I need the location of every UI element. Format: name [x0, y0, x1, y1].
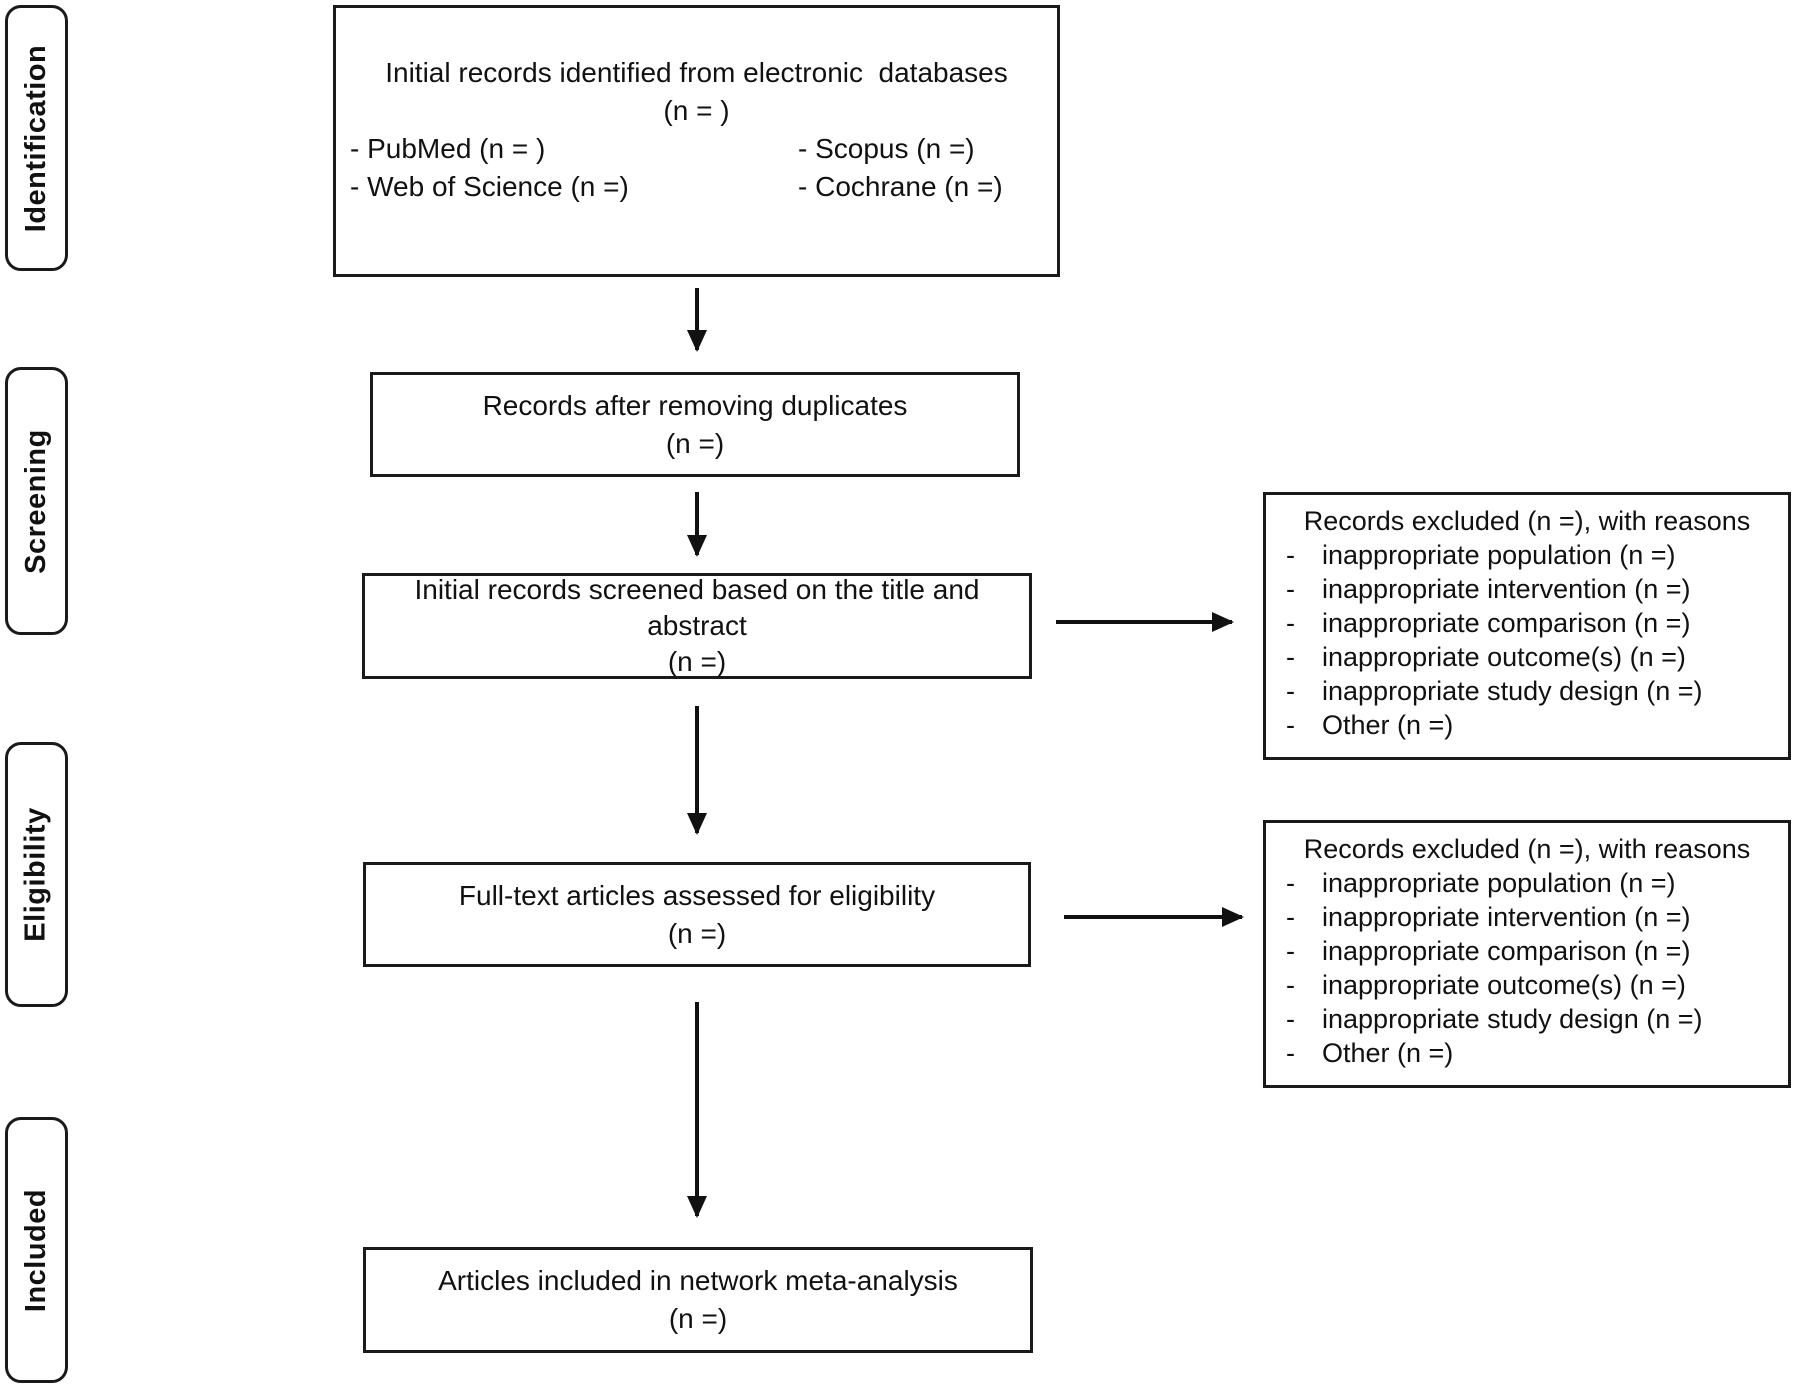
dash-bullet: -	[1286, 540, 1295, 570]
excluded-reason: - inappropriate intervention (n =)	[1266, 572, 1788, 606]
source-row: - PubMed (n = ) - Scopus (n =)	[350, 130, 1057, 168]
source-row: - Web of Science (n =) - Cochrane (n =)	[350, 168, 1057, 206]
stage-label-text: Included	[20, 1188, 53, 1312]
excluded-reason: - inappropriate population (n =)	[1266, 866, 1788, 900]
excluded-reason: - Other (n =)	[1266, 708, 1788, 742]
box-initial-records-identified: Initial records identified from electron…	[333, 5, 1060, 277]
dash-bullet: -	[1286, 1038, 1295, 1068]
box-count: (n =)	[665, 427, 725, 459]
stage-label-identification: Identification	[5, 5, 68, 271]
stage-label-included: Included	[5, 1117, 68, 1383]
box-fulltext-assessed: Full-text articles assessed for eligibil…	[363, 862, 1031, 967]
box-records-excluded-eligibility: Records excluded (n =), with reasons - i…	[1263, 820, 1791, 1088]
source-pubmed: - PubMed (n = )	[350, 133, 546, 164]
excluded-reason-text: inappropriate study design (n =)	[1322, 676, 1703, 706]
dash-bullet: -	[1286, 608, 1295, 638]
stage-label-screening: Screening	[5, 367, 68, 635]
database-source-list: - PubMed (n = ) - Scopus (n =) - Web of …	[336, 130, 1057, 206]
excluded-reason: - inappropriate outcome(s) (n =)	[1266, 640, 1788, 674]
excluded-reason-text: inappropriate population (n =)	[1322, 540, 1676, 570]
dash-bullet: -	[1286, 868, 1295, 898]
box-records-excluded-screening: Records excluded (n =), with reasons - i…	[1263, 492, 1791, 760]
box-count: (n =)	[668, 1303, 728, 1334]
excluded-reason: - inappropriate comparison (n =)	[1266, 606, 1788, 640]
excluded-reason: - inappropriate outcome(s) (n =)	[1266, 968, 1788, 1002]
box-records-screened: Initial records screened based on the ti…	[362, 573, 1032, 679]
dash-bullet: -	[1286, 710, 1295, 740]
box-count: (n =)	[667, 646, 727, 677]
excluded-reason-text: inappropriate intervention (n =)	[1322, 902, 1691, 932]
box-title: Initial records identified from electron…	[385, 57, 1008, 88]
excluded-reason-text: inappropriate intervention (n =)	[1322, 574, 1691, 604]
stage-label-text: Identification	[20, 44, 53, 232]
box-title: Full-text articles assessed for eligibil…	[458, 879, 936, 911]
excluded-reason-text: inappropriate outcome(s) (n =)	[1322, 642, 1686, 672]
excluded-reason: - inappropriate population (n =)	[1266, 538, 1788, 572]
box-count: (n = )	[663, 95, 730, 126]
box-records-after-duplicates: Records after removing duplicates (n =)	[370, 372, 1020, 477]
excluded-reason-text: inappropriate comparison (n =)	[1322, 936, 1691, 966]
excluded-reason-text: Other (n =)	[1322, 710, 1454, 740]
box-title: Records after removing duplicates	[482, 389, 908, 421]
stage-label-text: Eligibility	[20, 807, 52, 942]
dash-bullet: -	[1286, 676, 1295, 706]
box-title: Articles included in network meta-analys…	[438, 1265, 958, 1296]
stage-label-eligibility: Eligibility	[5, 742, 68, 1007]
excluded-reason-text: inappropriate comparison (n =)	[1322, 608, 1691, 638]
dash-bullet: -	[1286, 902, 1295, 932]
excluded-reason: - inappropriate study design (n =)	[1266, 1002, 1788, 1036]
dash-bullet: -	[1286, 936, 1295, 966]
excluded-reason: - inappropriate study design (n =)	[1266, 674, 1788, 708]
excluded-reason-text: inappropriate study design (n =)	[1322, 1004, 1703, 1034]
dash-bullet: -	[1286, 642, 1295, 672]
excluded-reason: - Other (n =)	[1266, 1036, 1788, 1070]
box-count: (n =)	[667, 917, 727, 949]
dash-bullet: -	[1286, 970, 1295, 1000]
excluded-reason-text: inappropriate population (n =)	[1322, 868, 1676, 898]
excluded-reason-text: inappropriate outcome(s) (n =)	[1322, 970, 1686, 1000]
box-articles-included: Articles included in network meta-analys…	[363, 1247, 1033, 1353]
source-web-of-science: - Web of Science (n =)	[350, 171, 629, 202]
excluded-title: Records excluded (n =), with reasons	[1303, 506, 1751, 536]
source-cochrane: - Cochrane (n =)	[798, 171, 1003, 202]
box-title: Initial records screened based on the ti…	[414, 574, 988, 641]
excluded-reason: - inappropriate intervention (n =)	[1266, 900, 1788, 934]
dash-bullet: -	[1286, 574, 1295, 604]
excluded-title: Records excluded (n =), with reasons	[1303, 834, 1751, 864]
excluded-reason: - inappropriate comparison (n =)	[1266, 934, 1788, 968]
source-scopus: - Scopus (n =)	[798, 133, 975, 164]
excluded-reason-text: Other (n =)	[1322, 1038, 1454, 1068]
stage-label-text: Screening	[20, 428, 52, 574]
dash-bullet: -	[1286, 1004, 1295, 1034]
